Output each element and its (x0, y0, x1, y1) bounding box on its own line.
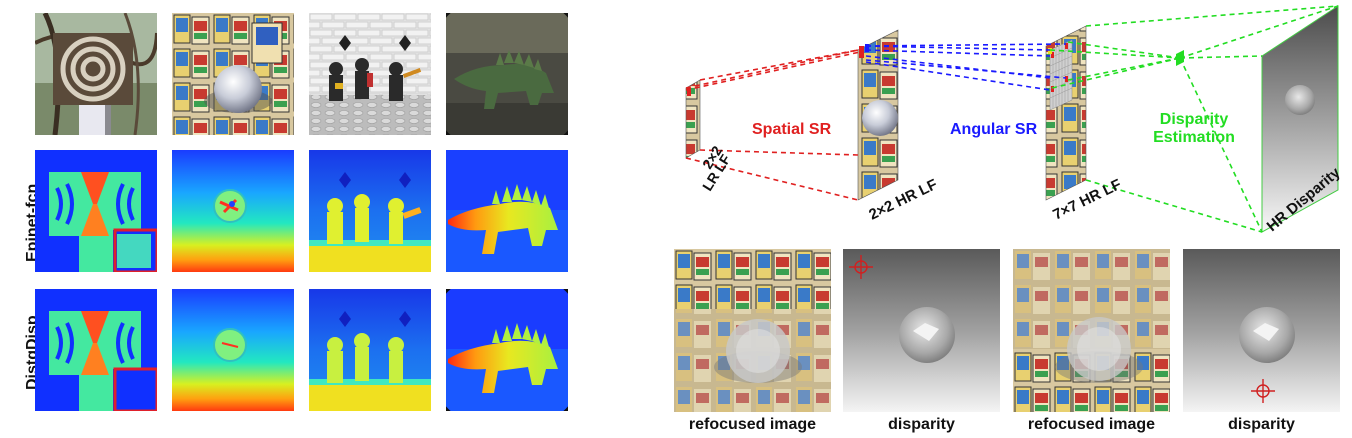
spatial-sr-label: Spatial SR (752, 121, 832, 138)
scene-lego-rgb (309, 13, 431, 135)
disparity-map-1 (843, 249, 1000, 412)
focus-target-marker (1251, 379, 1275, 403)
disparity-label-line2: Estimation (1153, 129, 1235, 146)
disparity-epinet-lego (309, 150, 431, 272)
hr-lf-7x7-stack (1045, 25, 1087, 201)
disparity-map-2 (1183, 249, 1340, 412)
scene-dinosaur-rgb (446, 13, 568, 135)
caption-refocused-image-1: refocused image (688, 416, 817, 433)
caption-disparity-2: disparity (1228, 416, 1295, 433)
scene-tarot-rgb (172, 13, 294, 135)
disparity-distgdisp-rings (35, 289, 157, 411)
disparity-epinet-rings (35, 150, 157, 272)
lf-pipeline-diagram: Spatial SR Angular SR Disparity Estimati… (685, 5, 1344, 235)
hr-lf-2x2-stack (857, 29, 899, 201)
disparity-epinet-tarot (172, 150, 294, 272)
refocused-image-2 (1013, 249, 1170, 412)
focus-target-marker (849, 255, 873, 279)
disparity-label-line1: Disparity (1160, 111, 1229, 128)
lr-lf-stack (685, 79, 701, 159)
highlight-box (113, 367, 157, 411)
caption-disparity-1: disparity (888, 416, 955, 433)
angular-sr-lines (865, 43, 1067, 91)
caption-refocused-image-2: refocused image (1027, 416, 1156, 433)
angular-sr-label: Angular SR (950, 121, 1038, 138)
disparity-distgdisp-dinosaur (446, 289, 568, 411)
disparity-distgdisp-tarot (172, 289, 294, 411)
spatial-sr-lines (685, 49, 861, 201)
highlight-box (113, 228, 157, 272)
scene-rings-rgb (35, 13, 157, 135)
disparity-estimation-lines (1049, 5, 1339, 233)
disparity-distgdisp-lego (309, 289, 431, 411)
refocused-image-1 (674, 249, 831, 412)
disparity-point-marker (1176, 50, 1184, 66)
hr-disparity-map (1261, 5, 1339, 233)
disparity-epinet-dinosaur (446, 150, 568, 272)
